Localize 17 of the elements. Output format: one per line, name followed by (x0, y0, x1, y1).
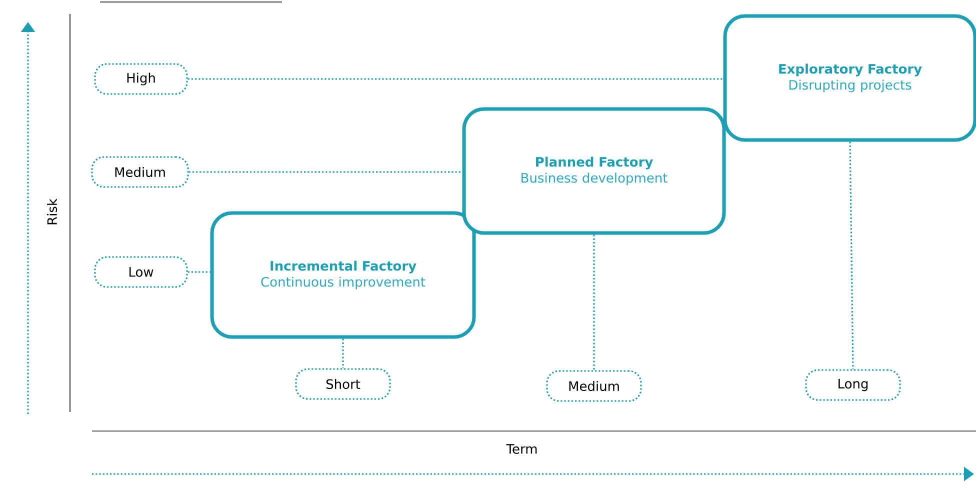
dotted-pill: Medium (546, 370, 642, 402)
dotted-connector (849, 142, 854, 370)
dotted-pill: Long (805, 369, 901, 401)
dotted-connector (342, 338, 344, 368)
rounded-box: Incremental Factory Continuous improvement (210, 211, 476, 339)
dotted-connector (188, 171, 462, 173)
dotted-connector (188, 78, 724, 80)
dotted-connector (593, 234, 595, 370)
dotted-pill: Medium (91, 156, 189, 188)
dotted-pill: Low (94, 256, 188, 288)
rounded-box: Exploratory Factory Disrupting projects (723, 14, 976, 142)
dotted-pill: High (94, 63, 188, 95)
dotted-pill: Short (295, 368, 391, 400)
axis-title: Term (506, 444, 537, 454)
axis-title: Risk (46, 198, 58, 224)
rounded-box: Planned Factory Business development (462, 107, 726, 235)
dotted-connector (188, 271, 210, 273)
